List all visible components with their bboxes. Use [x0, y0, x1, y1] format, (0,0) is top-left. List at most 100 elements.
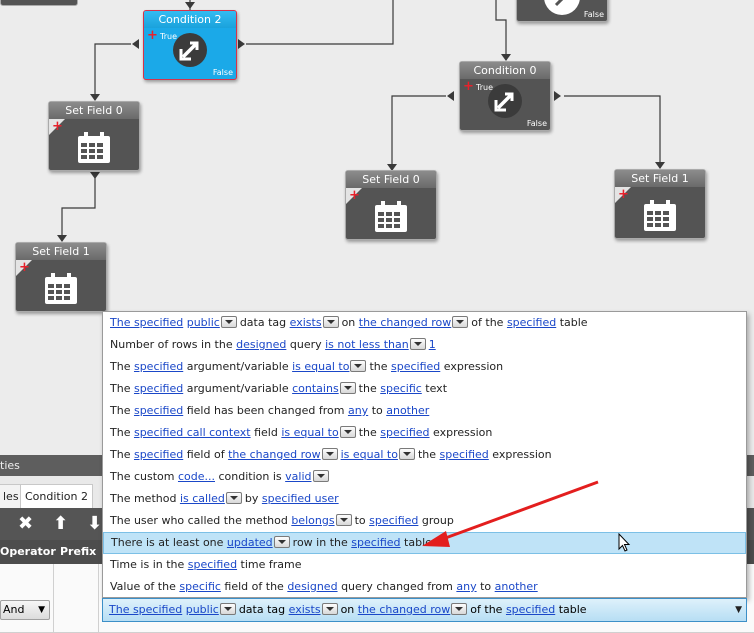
option-link[interactable]: specified — [380, 426, 430, 439]
option-link[interactable]: specified — [133, 382, 184, 395]
condition-node-2[interactable]: Condition 2 + True False — [143, 10, 237, 80]
option-text: time frame — [240, 558, 302, 571]
condition-option[interactable]: Value of the specific field of the desig… — [103, 576, 746, 597]
plus-icon[interactable]: + — [52, 119, 63, 134]
option-link[interactable]: specific — [380, 382, 422, 395]
dropdown-arrow-icon[interactable] — [451, 603, 468, 615]
option-link[interactable]: exists — [288, 603, 321, 616]
plus-icon[interactable]: + — [147, 28, 158, 43]
option-link[interactable]: specified — [505, 603, 556, 616]
dropdown-arrow-icon[interactable] — [452, 316, 469, 328]
option-link[interactable]: public — [186, 316, 220, 329]
option-link[interactable]: the changed row — [358, 316, 452, 329]
option-link[interactable]: designed — [236, 338, 287, 351]
option-link[interactable]: is equal to — [292, 360, 350, 373]
option-link[interactable]: another — [386, 404, 430, 417]
column-operator[interactable]: Operator — [0, 545, 56, 558]
plus-icon[interactable]: + — [463, 79, 474, 94]
option-link[interactable]: specified — [506, 316, 557, 329]
condition-option[interactable]: Number of rows in the designed query is … — [103, 334, 746, 356]
dropdown-arrow-icon[interactable] — [335, 514, 352, 526]
option-link[interactable]: specified user — [261, 492, 339, 505]
option-link[interactable]: specified — [439, 448, 489, 461]
set-field-node-0-right[interactable]: Set Field 0 + — [345, 170, 437, 240]
arrow-down-icon[interactable]: ⬇ — [87, 513, 103, 534]
option-link[interactable]: code... — [177, 470, 215, 483]
option-link[interactable]: public — [185, 603, 219, 616]
column-prefix[interactable]: Prefix — [60, 545, 97, 558]
condition-option[interactable]: The custom code... condition is valid — [103, 466, 746, 488]
option-text: condition is — [218, 470, 282, 483]
condition-node-0[interactable]: Condition 0 + True False — [459, 61, 551, 131]
dropdown-arrow-icon[interactable] — [273, 536, 290, 548]
option-link[interactable]: specified — [187, 558, 238, 571]
workflow-node-partial[interactable]: False — [516, 0, 608, 22]
option-link[interactable]: specified call context — [133, 426, 251, 439]
condition-option[interactable]: The specified call context field is equa… — [103, 422, 746, 444]
plus-icon[interactable]: + — [618, 187, 629, 202]
dropdown-arrow-icon[interactable] — [409, 338, 426, 350]
option-link[interactable]: belongs — [291, 514, 335, 527]
option-link[interactable]: another — [494, 580, 538, 593]
dropdown-arrow-icon[interactable] — [225, 492, 242, 504]
option-text: expression — [443, 360, 504, 373]
option-link[interactable]: designed — [287, 580, 338, 593]
set-field-node-1-right[interactable]: Set Field 1 + — [614, 169, 706, 239]
dropdown-arrow-icon[interactable] — [339, 382, 356, 394]
condition-option[interactable]: The specified argument/variable is equal… — [103, 356, 746, 378]
option-link[interactable]: the changed row — [228, 448, 321, 461]
chevron-down-icon[interactable]: ▼ — [735, 605, 742, 615]
dropdown-arrow-icon[interactable] — [312, 470, 329, 482]
tab-rules[interactable]: les — [0, 484, 24, 508]
option-link[interactable]: is equal to — [340, 448, 398, 461]
option-link[interactable]: updated — [226, 536, 273, 549]
option-link[interactable]: is called — [179, 492, 225, 505]
condition-option[interactable]: Time is in the specified time frame — [103, 554, 746, 576]
option-link[interactable]: specific — [179, 580, 221, 593]
option-link[interactable]: valid — [285, 470, 312, 483]
operator-select[interactable]: And ▼ — [0, 600, 50, 620]
partial-node[interactable] — [0, 0, 78, 6]
dropdown-arrow-icon[interactable] — [321, 603, 338, 615]
option-link[interactable]: the changed row — [357, 603, 451, 616]
option-link[interactable]: exists — [289, 316, 322, 329]
option-link[interactable]: specified — [133, 448, 184, 461]
dropdown-arrow-icon[interactable] — [219, 603, 236, 615]
plus-icon[interactable]: + — [19, 260, 30, 275]
dropdown-arrow-icon[interactable] — [321, 448, 338, 460]
option-link[interactable]: specified — [133, 360, 184, 373]
dropdown-arrow-icon[interactable] — [339, 426, 356, 438]
node-corner — [615, 187, 631, 203]
option-link[interactable]: is equal to — [281, 426, 339, 439]
set-field-node-0[interactable]: Set Field 0 + — [48, 101, 140, 171]
condition-option[interactable]: The specified field has been changed fro… — [103, 400, 746, 422]
option-link[interactable]: The specified — [110, 316, 184, 329]
option-link[interactable]: specified — [369, 514, 419, 527]
dropdown-arrow-icon[interactable] — [322, 316, 339, 328]
set-field-node-1[interactable]: Set Field 1 + — [15, 242, 107, 312]
dropdown-arrow-icon[interactable] — [220, 316, 237, 328]
option-link[interactable]: specified — [351, 536, 401, 549]
option-link[interactable]: specified — [391, 360, 441, 373]
dropdown-arrow-icon[interactable] — [350, 360, 367, 372]
option-link[interactable]: specified — [133, 404, 184, 417]
condition-option[interactable]: The specified argument/variable contains… — [103, 378, 746, 400]
option-link[interactable]: any — [347, 404, 369, 417]
dropdown-arrow-icon[interactable] — [398, 448, 415, 460]
option-link[interactable]: contains — [292, 382, 339, 395]
tab-condition-2[interactable]: Condition 2 — [20, 484, 93, 508]
delete-icon[interactable]: ✖ — [18, 513, 34, 534]
option-link[interactable]: any — [456, 580, 477, 593]
option-link[interactable]: is not less than — [325, 338, 409, 351]
plus-icon[interactable]: + — [349, 188, 360, 203]
option-link[interactable]: The specified — [109, 603, 183, 616]
option-link[interactable]: 1 — [428, 338, 436, 351]
arrow-up-icon[interactable]: ⬆ — [53, 513, 69, 534]
